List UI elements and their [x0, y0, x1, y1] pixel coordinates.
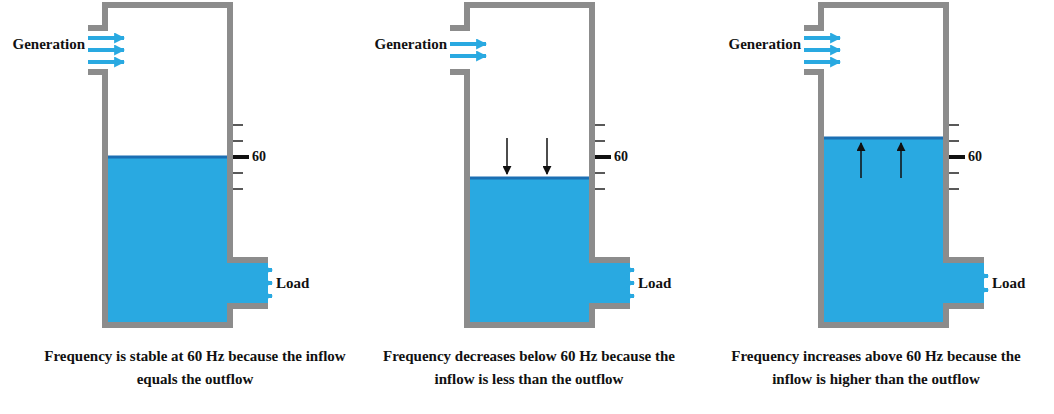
load-label: Load: [992, 274, 1025, 292]
load-label: Load: [276, 274, 309, 292]
generation-label: Generation: [375, 35, 448, 53]
panel-caption: Frequency decreases below 60 Hz because …: [364, 345, 694, 390]
scale-value: 60: [614, 149, 628, 166]
scale-value: 60: [252, 149, 266, 166]
generation-label: Generation: [13, 35, 86, 53]
panel-caption: Frequency is stable at 60 Hz because the…: [30, 345, 360, 390]
generation-label: Generation: [729, 35, 802, 53]
tank-stable: [88, 5, 272, 325]
panel-caption: Frequency increases above 60 Hz because …: [711, 345, 1041, 390]
tank-increasing: [804, 5, 988, 325]
load-label: Load: [638, 274, 671, 292]
scale-value: 60: [968, 149, 982, 166]
tank-decreasing: [450, 5, 634, 325]
